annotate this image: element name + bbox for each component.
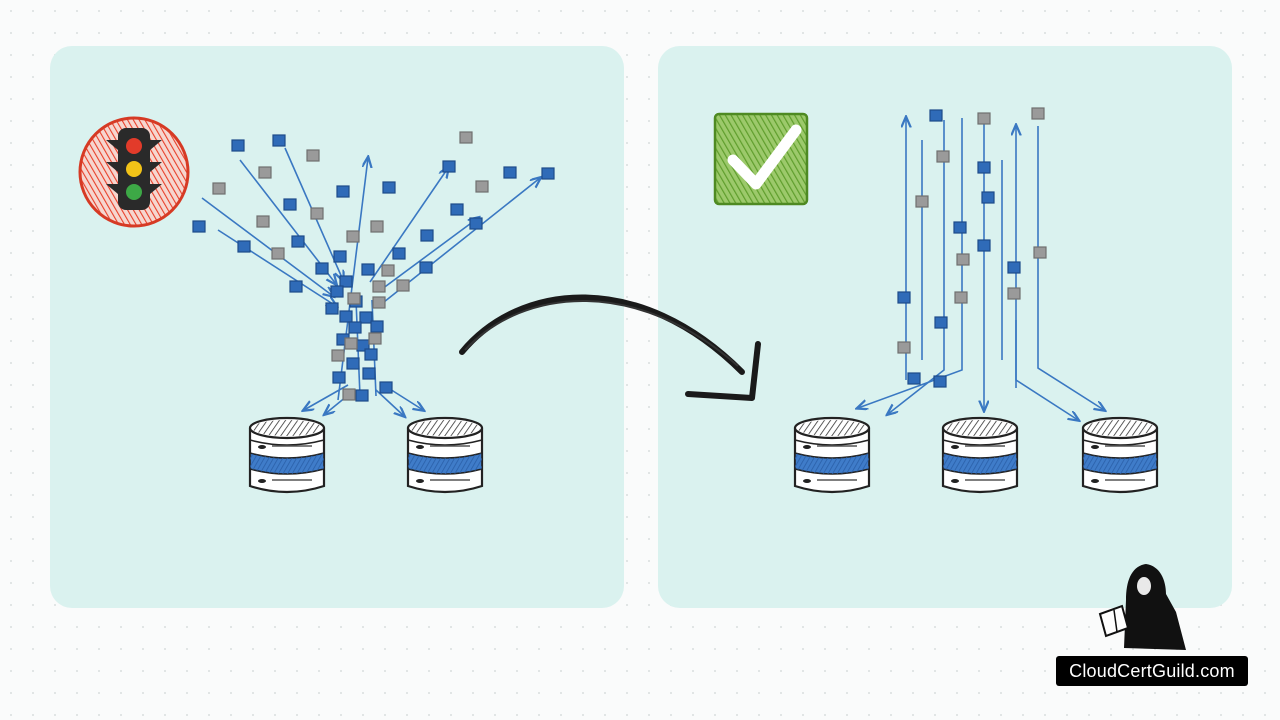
watermark-text: CloudCertGuild.com	[1056, 656, 1248, 686]
database-icon	[248, 416, 326, 494]
congested-packets	[192, 131, 555, 402]
curved-arrow-icon	[459, 294, 761, 401]
hooded-reader-icon	[1098, 564, 1186, 650]
database-icon	[406, 416, 484, 494]
traffic-light-icon	[78, 116, 190, 228]
database-icon	[941, 416, 1019, 494]
lane-packets	[897, 107, 1047, 388]
database-icon	[1081, 416, 1159, 494]
checkmark-icon	[713, 112, 809, 206]
parallel-traffic	[858, 118, 1104, 420]
database-icon	[793, 416, 871, 494]
